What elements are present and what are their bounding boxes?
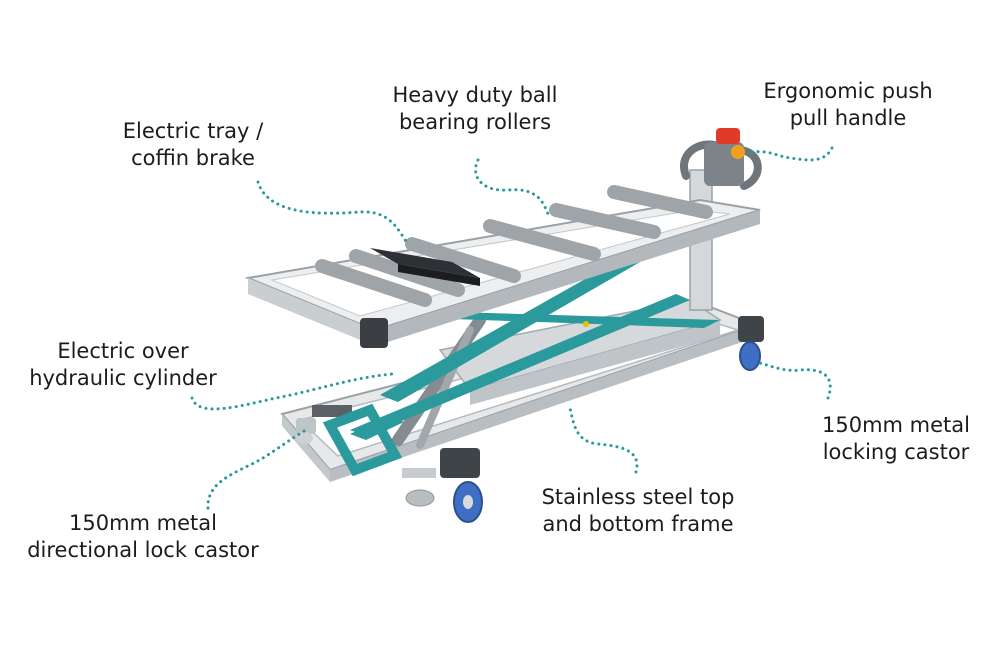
label-line: coffin brake [131, 146, 255, 170]
label-line: directional lock castor [27, 538, 259, 562]
leader-frame [568, 406, 639, 474]
label-line: Electric tray / [122, 119, 264, 143]
leader-locking-castor [754, 360, 832, 400]
label-line: locking castor [822, 440, 970, 464]
rollers [315, 185, 713, 307]
label-line: 150mm metal [69, 511, 217, 535]
label-line: and bottom frame [542, 512, 734, 536]
castor-front-left [402, 468, 436, 507]
label-line: bearing rollers [398, 110, 552, 134]
leader-lines [190, 146, 834, 510]
leader-directional-castor [206, 428, 308, 510]
label-line: 150mm metal [822, 413, 970, 437]
castor-rear-right [738, 316, 764, 371]
label-line: Electric over [57, 339, 189, 363]
tray-brake [370, 248, 480, 286]
label-handle: Ergonomic push pull handle [735, 78, 961, 132]
push-pull-handle [680, 128, 762, 190]
leader-tray-brake [256, 180, 410, 246]
leader-cylinder [190, 372, 394, 411]
scissor-mechanism [322, 256, 720, 477]
label-frame: Stainless steel top and bottom frame [505, 484, 771, 538]
label-rollers: Heavy duty ball bearing rollers [362, 82, 588, 136]
leader-handle [750, 146, 834, 162]
label-line: pull handle [789, 106, 907, 130]
label-directional-castor: 150mm metal directional lock castor [5, 510, 281, 564]
label-line: hydraulic cylinder [29, 366, 217, 390]
label-line: Stainless steel top [541, 485, 735, 509]
leader-rollers [474, 158, 550, 216]
label-line: Ergonomic push [763, 79, 933, 103]
label-tray-brake: Electric tray / coffin brake [98, 118, 288, 172]
label-cylinder: Electric over hydraulic cylinder [5, 338, 241, 392]
label-locking-castor: 150mm metal locking castor [793, 412, 999, 466]
label-line: Heavy duty ball [392, 83, 558, 107]
castor-front-right [440, 448, 483, 523]
